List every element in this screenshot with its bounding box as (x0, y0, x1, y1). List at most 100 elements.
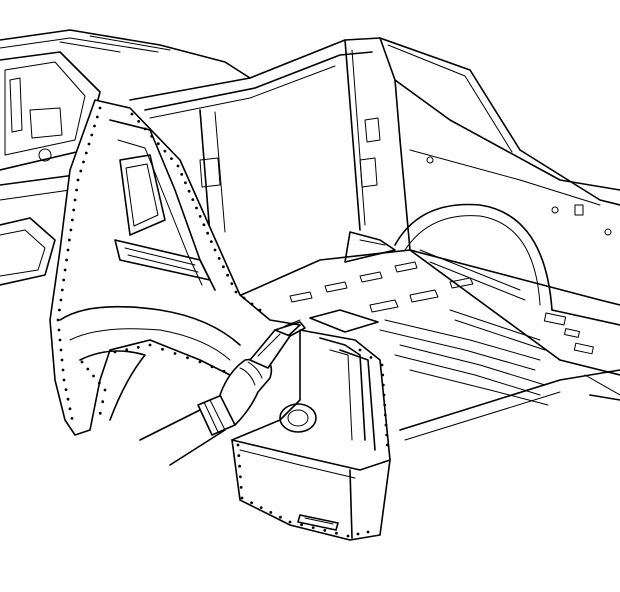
rivet-dot (356, 532, 360, 536)
rivet-dot (206, 231, 210, 235)
rivet-dot (60, 358, 64, 362)
rivet-dot (125, 348, 129, 352)
rivet-dot (191, 198, 195, 202)
rivet-dot (239, 486, 243, 489)
rivet-dot (237, 454, 241, 457)
rivet-dot (66, 397, 70, 401)
rivet-dot (384, 423, 388, 427)
rivet-dot (222, 369, 226, 373)
rivet-dot (213, 248, 217, 252)
rivet-dot (82, 160, 85, 164)
box-floor (229, 231, 620, 441)
rivet-dot (130, 112, 134, 116)
rivet-dot (73, 198, 77, 202)
rivet-dot (380, 363, 384, 367)
rivet-dot (258, 308, 262, 312)
rivet-dot (76, 178, 80, 182)
rivet-dot (137, 120, 141, 123)
rivet-dot (163, 149, 167, 153)
rivet-dot (311, 526, 315, 529)
rivet-dot (59, 298, 63, 302)
rivet-dot (385, 433, 389, 437)
floor-ribs (289, 249, 594, 406)
rivet-dot (242, 296, 246, 300)
rivet-dot (279, 515, 282, 519)
rivet-dot (383, 403, 387, 407)
rivet-dot (184, 181, 187, 185)
rivet-dot (95, 115, 99, 119)
rivet-dot (198, 360, 202, 364)
rivet-dot (103, 388, 107, 392)
rivet-dot (170, 157, 173, 161)
cab-structure (0, 29, 251, 286)
rivet-dot (369, 356, 373, 359)
rivet-dot (366, 530, 370, 534)
rivet-dot (68, 407, 72, 411)
rivet-dot (64, 388, 68, 391)
rivet-dot (148, 343, 152, 347)
rivet-dot (187, 189, 191, 193)
rivet-dot (150, 134, 154, 138)
rivet-dot (70, 218, 74, 222)
rivet-dot (300, 523, 303, 527)
rivet-dot (68, 238, 71, 242)
rivet-dot (72, 208, 76, 212)
right-side-wall (394, 139, 620, 401)
rivet-dot (230, 282, 234, 285)
rivet-dot (210, 365, 214, 369)
rivet-dot (202, 223, 206, 227)
rivet-dot (97, 381, 101, 385)
rivet-dot (59, 348, 63, 352)
rivet-dot (58, 338, 62, 342)
rivet-dot (60, 288, 64, 292)
rivet-dot (70, 417, 74, 420)
rivet-dot (381, 383, 385, 387)
rivet-dot (250, 302, 254, 306)
rivet-dot (236, 443, 240, 447)
rivet-dot (288, 520, 292, 524)
rivet-dot (98, 106, 102, 110)
rivet-dot (259, 506, 263, 509)
rivet-dot (80, 360, 84, 364)
bedside-inner-panel (49, 99, 301, 436)
rivet-dot (101, 400, 105, 404)
rivet-dot (58, 308, 61, 312)
rivet-dot (90, 133, 94, 137)
rivet-dot (57, 328, 61, 332)
corner-rivets (236, 348, 389, 538)
rivet-dot (346, 534, 350, 538)
rivet-dot (195, 206, 198, 210)
rivet-dot (65, 258, 68, 262)
rivet-dot (62, 378, 66, 382)
rivet-dot (176, 164, 180, 168)
rivet-dot (217, 257, 221, 260)
rivet-dot (136, 345, 140, 349)
box-front-panel (129, 37, 620, 236)
rivet-dot (226, 273, 230, 277)
rivet-dot (63, 268, 67, 272)
rivet-dot (92, 374, 95, 378)
rivet-dot (113, 350, 117, 354)
rivet-row (56, 106, 262, 420)
rivet-dot (98, 411, 102, 415)
rivet-dot (383, 413, 387, 417)
rivet-dot (61, 368, 65, 372)
rivet-dot (69, 228, 73, 232)
gloved-hand-with-tool (139, 319, 306, 466)
rivet-dot (238, 464, 242, 468)
rivet-dot (250, 501, 254, 505)
rivet-dot (385, 443, 389, 447)
rivet-dot (161, 347, 164, 351)
rivet-dot (156, 142, 160, 146)
rivet-dot (240, 496, 244, 500)
rivet-dot (173, 352, 177, 355)
rivet-dot (180, 173, 184, 176)
rivet-dot (66, 248, 70, 252)
rivet-dot (56, 318, 60, 322)
rivet-dot (335, 531, 338, 535)
rivet-dot (239, 475, 242, 479)
rivet-dot (84, 151, 88, 155)
rivet-dot (323, 529, 327, 532)
rivet-dot (198, 215, 202, 218)
